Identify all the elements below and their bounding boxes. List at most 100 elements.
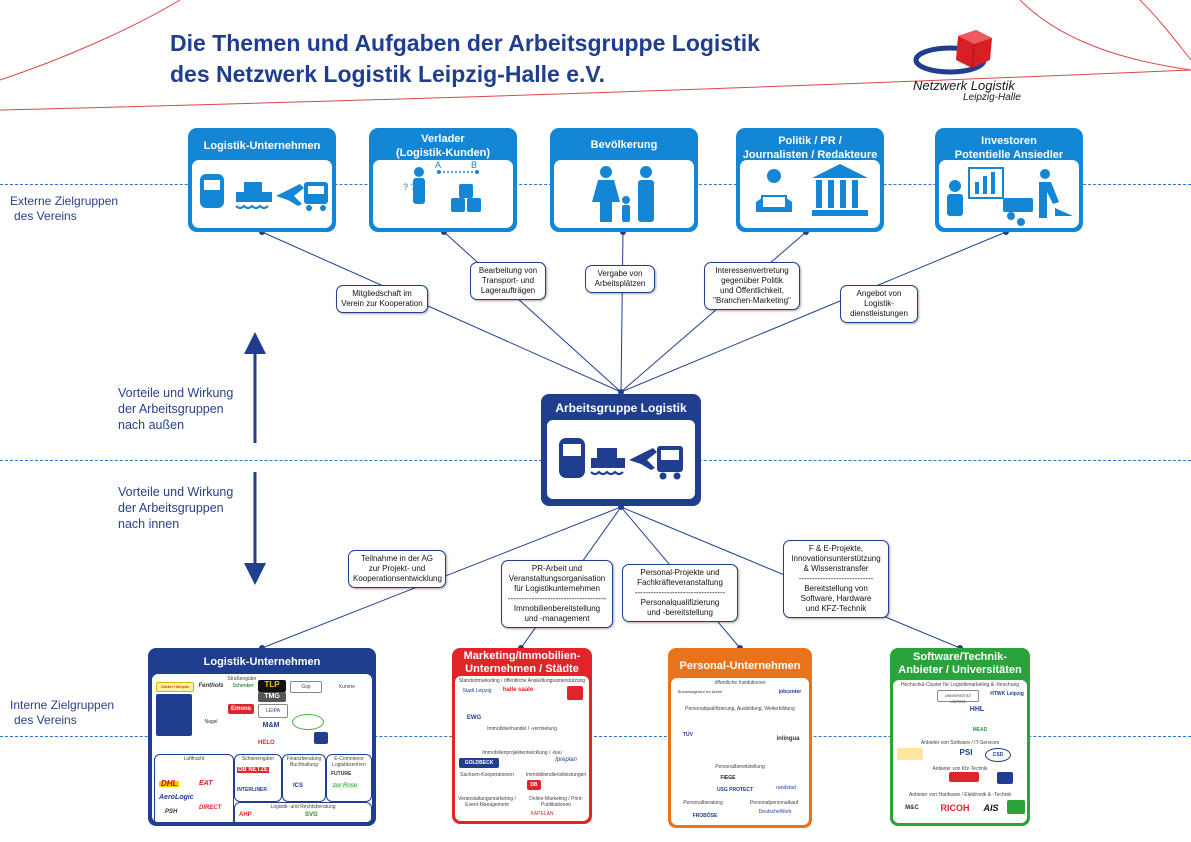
- transport-icons: [559, 438, 683, 480]
- external-group-title: Investoren Potentielle Ansiedler: [954, 135, 1064, 161]
- label-line: des Vereins: [14, 209, 77, 223]
- logo-box: Schienengüter DB NETZE INTERLINER: [234, 754, 282, 802]
- decorative-curves: [0, 0, 1191, 111]
- route-label-a: A: [435, 160, 441, 170]
- logo: Gsp: [290, 681, 322, 693]
- icon-panel: A B ? ?: [373, 160, 513, 228]
- inward-effect-label: Vorteile und Wirkung der Arbeitsgruppen …: [118, 484, 233, 532]
- logo: halle saale: [502, 687, 534, 693]
- internal-groups-label: Interne Zielgruppen des Vereins: [10, 698, 114, 728]
- label-line: Externe Zielgruppen: [10, 194, 119, 208]
- center-title: Arbeitsgruppe Logistik: [555, 401, 687, 415]
- section-label: Anbieter von Software / IT-Services: [920, 740, 1000, 746]
- logo-box: E-Commerce Logistikzentren FUTURE zur Ro…: [326, 754, 372, 802]
- divider-internal: [0, 736, 1191, 737]
- section-label: öffentliche Institutionen: [714, 680, 766, 686]
- section-label: Straßengüter: [227, 676, 257, 682]
- route-label-b: B: [471, 160, 477, 170]
- logo: [949, 772, 979, 782]
- logo-block: [156, 694, 192, 736]
- external-group-population: Bevölkerung: [550, 128, 698, 232]
- logo: LEIPA: [258, 704, 288, 718]
- section-label: Sachsen-Kooperationen: [460, 772, 514, 778]
- logo: HHL: [969, 706, 985, 713]
- family-icon: [592, 166, 654, 222]
- logo: USG PROTECT: [716, 787, 754, 793]
- logo-subtitle: Leipzig-Halle: [963, 92, 1021, 103]
- icon-panel: [192, 160, 332, 228]
- title-line-1: Die Themen und Aufgaben der Arbeitsgrupp…: [170, 30, 760, 56]
- logo: Günter Hämpke: [156, 682, 194, 692]
- section-label: Personalberatung: [683, 800, 723, 806]
- logo: Stadt Leipzig: [462, 688, 492, 694]
- bubble-membership: Mitgliedschaft im Verein zur Kooperation: [336, 285, 428, 313]
- external-group-title: Politik / PR / Journalisten / Redakteure: [742, 135, 878, 161]
- section-label: Online-Marketing / Print-Publikationen: [528, 796, 584, 808]
- external-groups-label: Externe Zielgruppen des Vereins: [10, 194, 118, 224]
- internal-group-marketing: Marketing/Immobilien- Unternehmen / Städ…: [452, 648, 592, 824]
- bubble-project-participation: Teilnahme in der AG zur Projekt- und Koo…: [348, 550, 446, 588]
- label-line: Vorteile und Wirkung: [118, 386, 234, 400]
- bubble-research: F & E-Projekte, Innovationsunterstützung…: [783, 540, 889, 618]
- section-label: Logistik- und Rechtsberatung: [270, 804, 336, 810]
- logo: M&M: [262, 722, 280, 729]
- section-label: Personalqualifizierung, Ausbildung, Weit…: [685, 706, 795, 712]
- section-label: Veranstaltungsmarketing / Event-Manageme…: [458, 796, 516, 808]
- logo: FIEGE: [720, 775, 736, 781]
- external-group-title: Logistik-Unternehmen: [203, 140, 321, 152]
- section-label: Luftfracht: [183, 756, 205, 762]
- external-group-investors: Investoren Potentielle Ansiedler: [935, 128, 1083, 232]
- section-label: Immobilienprojektentwicklung / -bau: [482, 750, 562, 756]
- bubble-services: Angebot von Logistik- dienstleistungen: [840, 285, 918, 323]
- bubble-advocacy: Interessenvertretung gegenüber Politik u…: [704, 262, 800, 310]
- section-label: Personalpersonalkauf: [749, 800, 799, 806]
- logo: Bundesagentur für Arbeit: [677, 689, 723, 694]
- logo: FROBÖSE: [692, 813, 718, 819]
- logo: Ipreplan: [555, 757, 577, 763]
- question-marks: ? ?: [403, 182, 416, 192]
- logo: GOLDBECK: [459, 758, 499, 768]
- logo: DeutscheWork: [758, 809, 792, 815]
- logo: TÜV: [683, 732, 693, 738]
- logo: [314, 732, 328, 744]
- label-line: des Vereins: [14, 713, 77, 727]
- logo: Emons: [228, 704, 254, 714]
- internal-group-logistics: Logistik-Unternehmen Straßengüter Kurier…: [148, 648, 376, 826]
- section-label: Immobiliendienstleistungen: [525, 772, 587, 778]
- investor-icons: [947, 167, 1073, 226]
- icon-panel: [554, 160, 694, 228]
- external-group-title: Verlader (Logistik-Kunden): [395, 133, 491, 159]
- internal-group-title: Logistik-Unternehmen: [203, 656, 321, 668]
- logo: HTWK Leipzig: [990, 691, 1024, 697]
- logo: HELO: [258, 740, 275, 746]
- logo-box: Finanzberatung Buchhaltung ICS: [282, 754, 326, 802]
- shipper-icons: A B ? ?: [403, 160, 481, 212]
- logo: RICOH: [940, 803, 970, 813]
- section-label: Hochschul-Cluster für Logistikmarketing …: [900, 682, 1020, 688]
- icon-panel: [740, 160, 880, 228]
- section-label: Personalbereitstellung: [715, 764, 765, 770]
- label-line: Interne Zielgruppen: [10, 698, 115, 712]
- external-group-politics: Politik / PR / Journalisten / Redakteure: [736, 128, 884, 232]
- section-label: Kuriere: [338, 684, 356, 690]
- logo: randstad: [776, 785, 796, 791]
- logo: Nagel: [204, 719, 218, 725]
- logo: [897, 748, 923, 760]
- label-line: der Arbeitsgruppen: [118, 402, 224, 416]
- section-label: Immobilienhandel / -vermietung: [487, 726, 557, 732]
- internal-group-title: Marketing/Immobilien- Unternehmen / Städ…: [463, 650, 581, 675]
- transport-icons: [200, 174, 328, 211]
- internal-group-title: Personal-Unternehmen: [679, 660, 801, 672]
- section-label: Schienengüter: [241, 756, 275, 762]
- logo: TLP: [258, 680, 286, 692]
- logo-box: Luftfracht DHL EAT AeroLogic PSH DIRECT: [154, 754, 234, 826]
- center-working-group: Arbeitsgruppe Logistik: [541, 394, 701, 506]
- logo: DB: [527, 780, 541, 790]
- title-line-2: des Netzwerk Logistik Leipzig-Halle e.V.: [170, 61, 606, 87]
- logo: [292, 714, 324, 730]
- label-line: nach innen: [118, 517, 180, 531]
- logo-panel: Hochschul-Cluster für Logistikmarketing …: [893, 680, 1027, 823]
- politics-icons: [756, 164, 868, 216]
- section-label: Finanzberatung Buchhaltung: [286, 756, 322, 768]
